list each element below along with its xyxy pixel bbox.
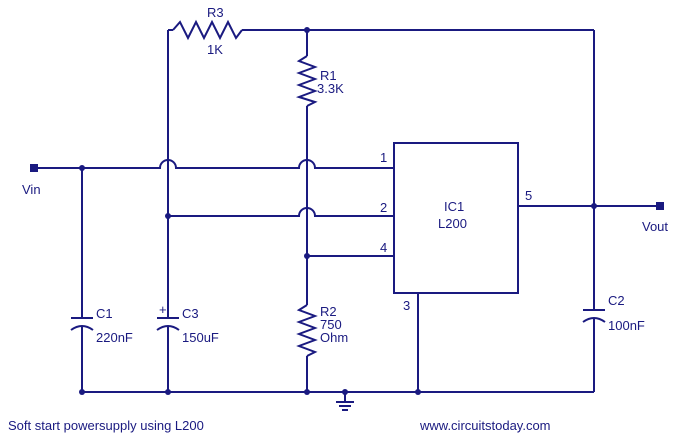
c2-value: 100nF [608, 318, 645, 333]
junction-dot [304, 389, 310, 395]
ic1-name: IC1 [444, 199, 464, 214]
ic1-body [393, 142, 519, 294]
pin3-label: 3 [403, 298, 410, 313]
vout-terminal [656, 202, 664, 210]
pin4-label: 4 [380, 240, 387, 255]
junction-dot [304, 27, 310, 33]
junction-dot [79, 389, 85, 395]
r1-name: R1 [320, 68, 337, 83]
resistor-r3 [172, 19, 243, 41]
vout-label: Vout [642, 219, 668, 234]
r2-name: R2 [320, 304, 337, 319]
ic1-part: L200 [438, 216, 467, 231]
pin1-label: 1 [380, 150, 387, 165]
pin2-label: 2 [380, 200, 387, 215]
r3-value: 1K [207, 42, 223, 57]
c1-value: 220nF [96, 330, 133, 345]
pin5-label: 5 [525, 188, 532, 203]
junction-dot [165, 213, 171, 219]
vin-label: Vin [22, 182, 41, 197]
junction-dot [591, 203, 597, 209]
c3-value: 150uF [182, 330, 219, 345]
c2-name: C2 [608, 293, 625, 308]
junction-dot [79, 165, 85, 171]
diagram-title: Soft start powersupply using L200 [8, 418, 204, 433]
junction-dot [165, 389, 171, 395]
junction-dot [415, 389, 421, 395]
website-credit: www.circuitstoday.com [419, 418, 551, 433]
r2-value: 750 [320, 317, 342, 332]
r2-unit: Ohm [320, 330, 348, 345]
junction-dot [342, 389, 348, 395]
resistor-r2 [296, 304, 318, 357]
c3-polarity: + [159, 302, 167, 317]
wire-vin-pin1 [38, 159, 394, 169]
c1-name: C1 [96, 306, 113, 321]
junction-dot [304, 253, 310, 259]
wire-pin2 [168, 207, 394, 217]
c3-name: C3 [182, 306, 199, 321]
r3-name: R3 [207, 5, 224, 20]
vin-terminal [30, 164, 38, 172]
r1-value: 3.3K [317, 81, 344, 96]
resistor-r1 [295, 55, 318, 107]
